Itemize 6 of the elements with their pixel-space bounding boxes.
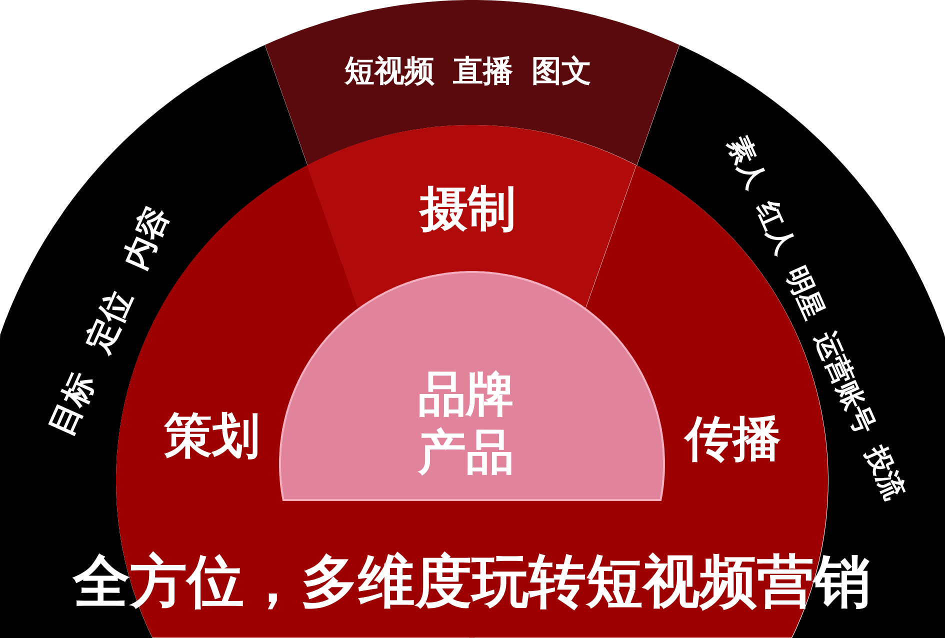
segment-label: 摄制 bbox=[420, 181, 516, 239]
center-label: 品牌产品 bbox=[416, 366, 515, 482]
segment-label: 短视频 直播 图文 bbox=[344, 54, 592, 90]
segment-label: 策划 bbox=[164, 408, 260, 466]
segment-label: 传播 bbox=[685, 411, 781, 469]
title: 全方位，多维度玩转短视频营销 bbox=[73, 550, 871, 616]
